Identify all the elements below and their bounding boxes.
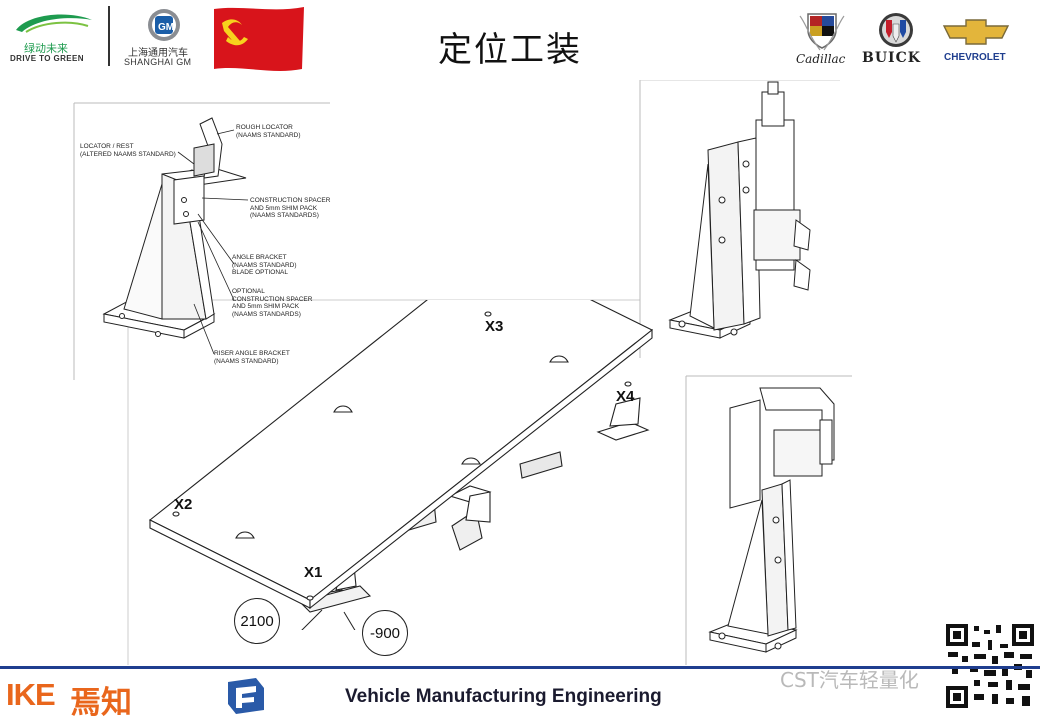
shanghai-gm-logo: GM 上海通用汽车 SHANGHAI GM [118, 8, 210, 68]
chevrolet-wordmark: CHEVROLET [944, 52, 1006, 63]
cadillac-crest-icon [799, 13, 845, 51]
buick-wordmark: BUICK [862, 50, 921, 66]
ike-emblem-icon [228, 678, 264, 714]
wechat-watermark: CST汽车轻量化 [780, 668, 919, 692]
gm-emblem-icon: GM [148, 9, 180, 41]
callout-angle-bracket: ANGLE BRACKET (NAAMS STANDARD) BLADE OPT… [232, 254, 297, 276]
footer-divider [0, 666, 1040, 669]
buick-logo: BUICK [860, 12, 932, 72]
fixture-drawing-area: ROUGH LOCATOR (NAAMS STANDARD) LOCATOR /… [0, 80, 1040, 665]
car-swoosh-icon [16, 14, 92, 33]
chevrolet-bowtie-icon [942, 19, 1010, 45]
point-x2-label: X2 [174, 496, 193, 513]
callout-locator-rest: LOCATOR / REST (ALTERED NAAMS STANDARD) [80, 143, 176, 158]
shanghai-gm-en: SHANGHAI GM [124, 57, 192, 67]
callout-rough-locator: ROUGH LOCATOR (NAAMS STANDARD) [236, 124, 301, 139]
footer-title: Vehicle Manufacturing Engineering [345, 686, 662, 707]
point-x1-label: X1 [304, 564, 323, 581]
cadillac-wordmark: Cadillac [796, 52, 846, 66]
header: 绿动未来 DRIVE TO GREEN GM 上海通用汽车 SHANGHAI G… [0, 0, 1040, 78]
ike-logo-latin: IKE [6, 677, 56, 712]
drawing-frame-lines [73, 80, 852, 665]
dimension-2100: 2100 [234, 598, 280, 644]
callout-riser-bracket: RISER ANGLE BRACKET (NAAMS STANDARD) [214, 350, 290, 365]
clamp-unit-drawing-top [668, 81, 811, 339]
page-title: 定位工装 [438, 30, 582, 70]
callout-construction-spacer: CONSTRUCTION SPACER AND 5mm SHIM PACK (N… [250, 197, 331, 219]
drive-to-green-cn: 绿动未来 [24, 42, 68, 55]
callout-optional-spacer: OPTIONAL CONSTRUCTION SPACER AND 5mm SHI… [232, 288, 313, 318]
cadillac-logo: Cadillac [792, 10, 852, 68]
shanghai-gm-cn: 上海通用汽车 [128, 48, 188, 59]
buick-shields-icon [879, 13, 913, 47]
chevrolet-logo: CHEVROLET [940, 16, 1012, 70]
point-x3-label: X3 [485, 318, 504, 335]
drive-to-green-en: DRIVE TO GREEN [10, 54, 84, 63]
svg-text:GM: GM [158, 22, 174, 33]
main-plate-drawing [148, 300, 654, 630]
clamp-unit-drawing-bottom [708, 387, 835, 653]
drive-to-green-logo: 绿动未来 DRIVE TO GREEN [8, 8, 100, 66]
ike-logo-chinese: 焉知 [70, 685, 132, 721]
point-x4-label: X4 [616, 388, 635, 405]
header-divider [108, 6, 110, 66]
dimension-minus-900: -900 [362, 610, 408, 656]
locator-detail-drawing [102, 117, 249, 355]
party-flag-icon [214, 7, 304, 71]
